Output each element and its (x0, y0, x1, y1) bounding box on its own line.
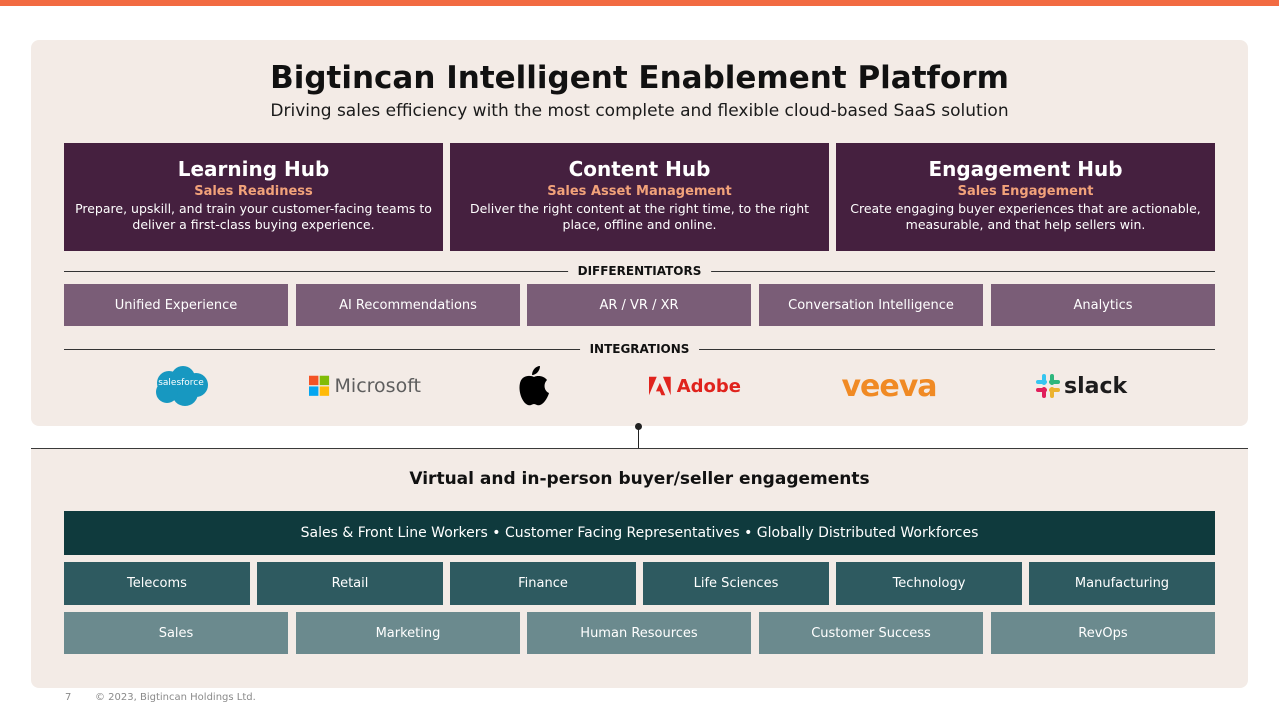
salesforce-cloud-icon (156, 366, 208, 406)
industry-manufacturing: Manufacturing (1029, 562, 1215, 605)
hub-description: Prepare, upskill, and train your custome… (75, 201, 432, 232)
veeva-logo: veeva (838, 363, 940, 409)
hub-subtitle: Sales Readiness (194, 184, 313, 199)
hub-subtitle: Sales Engagement (957, 184, 1094, 199)
department-revops: RevOps (991, 612, 1215, 654)
copyright-text: © 2023, Bigtincan Holdings Ltd. (95, 692, 256, 703)
workers-banner: Sales & Front Line Workers • Customer Fa… (64, 511, 1215, 555)
slack-hash-icon (1036, 374, 1060, 398)
hub-subtitle: Sales Asset Management (547, 184, 732, 199)
connector-dot (635, 423, 642, 430)
apple-logo (514, 363, 554, 409)
differentiators-divider: DIFFERENTIATORS (64, 263, 1215, 279)
microsoft-logo: Microsoft (309, 363, 421, 409)
slack-logo: slack (1036, 363, 1130, 409)
salesforce-wordmark: salesforce (158, 378, 204, 388)
adobe-logo: Adobe (649, 363, 741, 409)
apple-icon (519, 366, 549, 406)
adobe-a-icon (649, 376, 671, 396)
page-title: Bigtincan Intelligent Enablement Platfor… (270, 60, 1009, 96)
engagements-title: Virtual and in-person buyer/seller engag… (409, 469, 870, 489)
integrations-divider: INTEGRATIONS (64, 341, 1215, 357)
differentiator-conversation-intelligence: Conversation Intelligence (759, 284, 983, 326)
hub-name: Learning Hub (177, 157, 330, 181)
department-marketing: Marketing (296, 612, 520, 654)
slack-wordmark: slack (1064, 373, 1128, 399)
department-sales: Sales (64, 612, 288, 654)
industry-life-sciences: Life Sciences (643, 562, 829, 605)
hub-description: Create engaging buyer experiences that a… (850, 201, 1201, 232)
adobe-wordmark: Adobe (676, 375, 741, 397)
industry-technology: Technology (836, 562, 1022, 605)
learning-hub-card: Learning Hub Sales Readiness Prepare, up… (64, 143, 443, 251)
industry-finance: Finance (450, 562, 636, 605)
industry-retail: Retail (257, 562, 443, 605)
differentiator-ar-vr-xr: AR / VR / XR (527, 284, 751, 326)
page-number: 7 (65, 692, 72, 703)
industry-telecoms: Telecoms (64, 562, 250, 605)
microsoft-windows-icon (309, 375, 330, 396)
salesforce-logo: salesforce (149, 363, 213, 409)
hub-name: Content Hub (568, 157, 711, 181)
engagement-hub-card: Engagement Hub Sales Engagement Create e… (836, 143, 1215, 251)
differentiator-analytics: Analytics (991, 284, 1215, 326)
differentiator-unified-experience: Unified Experience (64, 284, 288, 326)
page-subtitle: Driving sales efficiency with the most c… (270, 101, 1009, 121)
department-human-resources: Human Resources (527, 612, 751, 654)
differentiator-ai-recommendations: AI Recommendations (296, 284, 520, 326)
hub-description: Deliver the right content at the right t… (469, 201, 810, 232)
microsoft-wordmark: Microsoft (334, 375, 421, 397)
department-customer-success: Customer Success (759, 612, 983, 654)
veeva-wordmark: veeva (841, 368, 937, 404)
connector-line (638, 426, 639, 448)
hub-name: Engagement Hub (928, 157, 1123, 181)
content-hub-card: Content Hub Sales Asset Management Deliv… (450, 143, 829, 251)
integrations-label: INTEGRATIONS (579, 341, 700, 357)
differentiators-label: DIFFERENTIATORS (567, 263, 712, 279)
top-accent-bar (0, 0, 1279, 6)
